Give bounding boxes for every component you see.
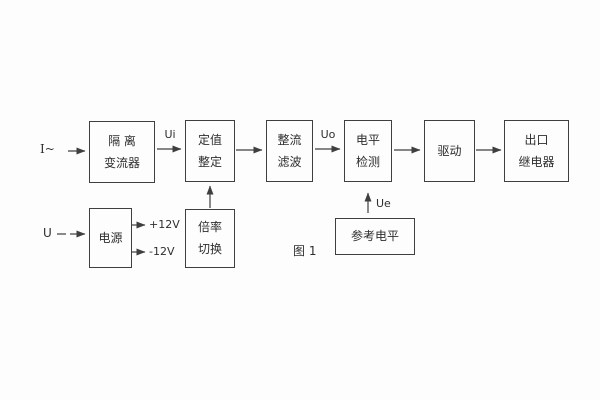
block-ratio-switch: 倍率 切换 xyxy=(185,209,235,268)
block-reference-level: 参考电平 xyxy=(335,218,415,255)
block-level-detect: 电平 检测 xyxy=(344,120,392,182)
block-label: 滤波 xyxy=(277,154,302,169)
label-ue: Ue xyxy=(376,197,391,210)
block-label: 参考电平 xyxy=(350,229,399,243)
block-label: 电平 xyxy=(355,132,380,147)
label-uo: Uo xyxy=(320,128,336,141)
label-rail-positive: +12V xyxy=(149,218,180,231)
block-label: 隔 离 xyxy=(108,133,136,148)
block-power-supply: 电源 xyxy=(89,208,132,268)
block-label: 整定 xyxy=(197,154,222,169)
block-label: 变流器 xyxy=(103,155,140,170)
label-ui: Ui xyxy=(164,128,176,141)
block-output-relay: 出口 继电器 xyxy=(504,120,569,182)
block-isolation-converter: 隔 离 变流器 xyxy=(89,121,155,183)
block-label: 电源 xyxy=(98,230,123,245)
label-input-voltage: U xyxy=(43,226,52,240)
block-label: 切换 xyxy=(197,242,222,256)
block-label: 整流 xyxy=(277,132,302,147)
block-label: 检测 xyxy=(355,154,380,169)
figure-caption: 图 1 xyxy=(293,244,317,258)
block-label: 驱动 xyxy=(437,143,462,158)
block-label: 倍率 xyxy=(197,220,222,234)
block-drive: 驱动 xyxy=(424,120,475,182)
block-rectify-filter: 整流 滤波 xyxy=(266,120,313,182)
label-input-current: I~ xyxy=(40,142,55,156)
block-setting-adjust: 定值 整定 xyxy=(185,120,235,182)
label-rail-negative: -12V xyxy=(149,245,175,258)
block-label: 定值 xyxy=(197,132,222,147)
block-label: 出口 xyxy=(524,132,549,147)
block-label: 继电器 xyxy=(518,154,555,169)
